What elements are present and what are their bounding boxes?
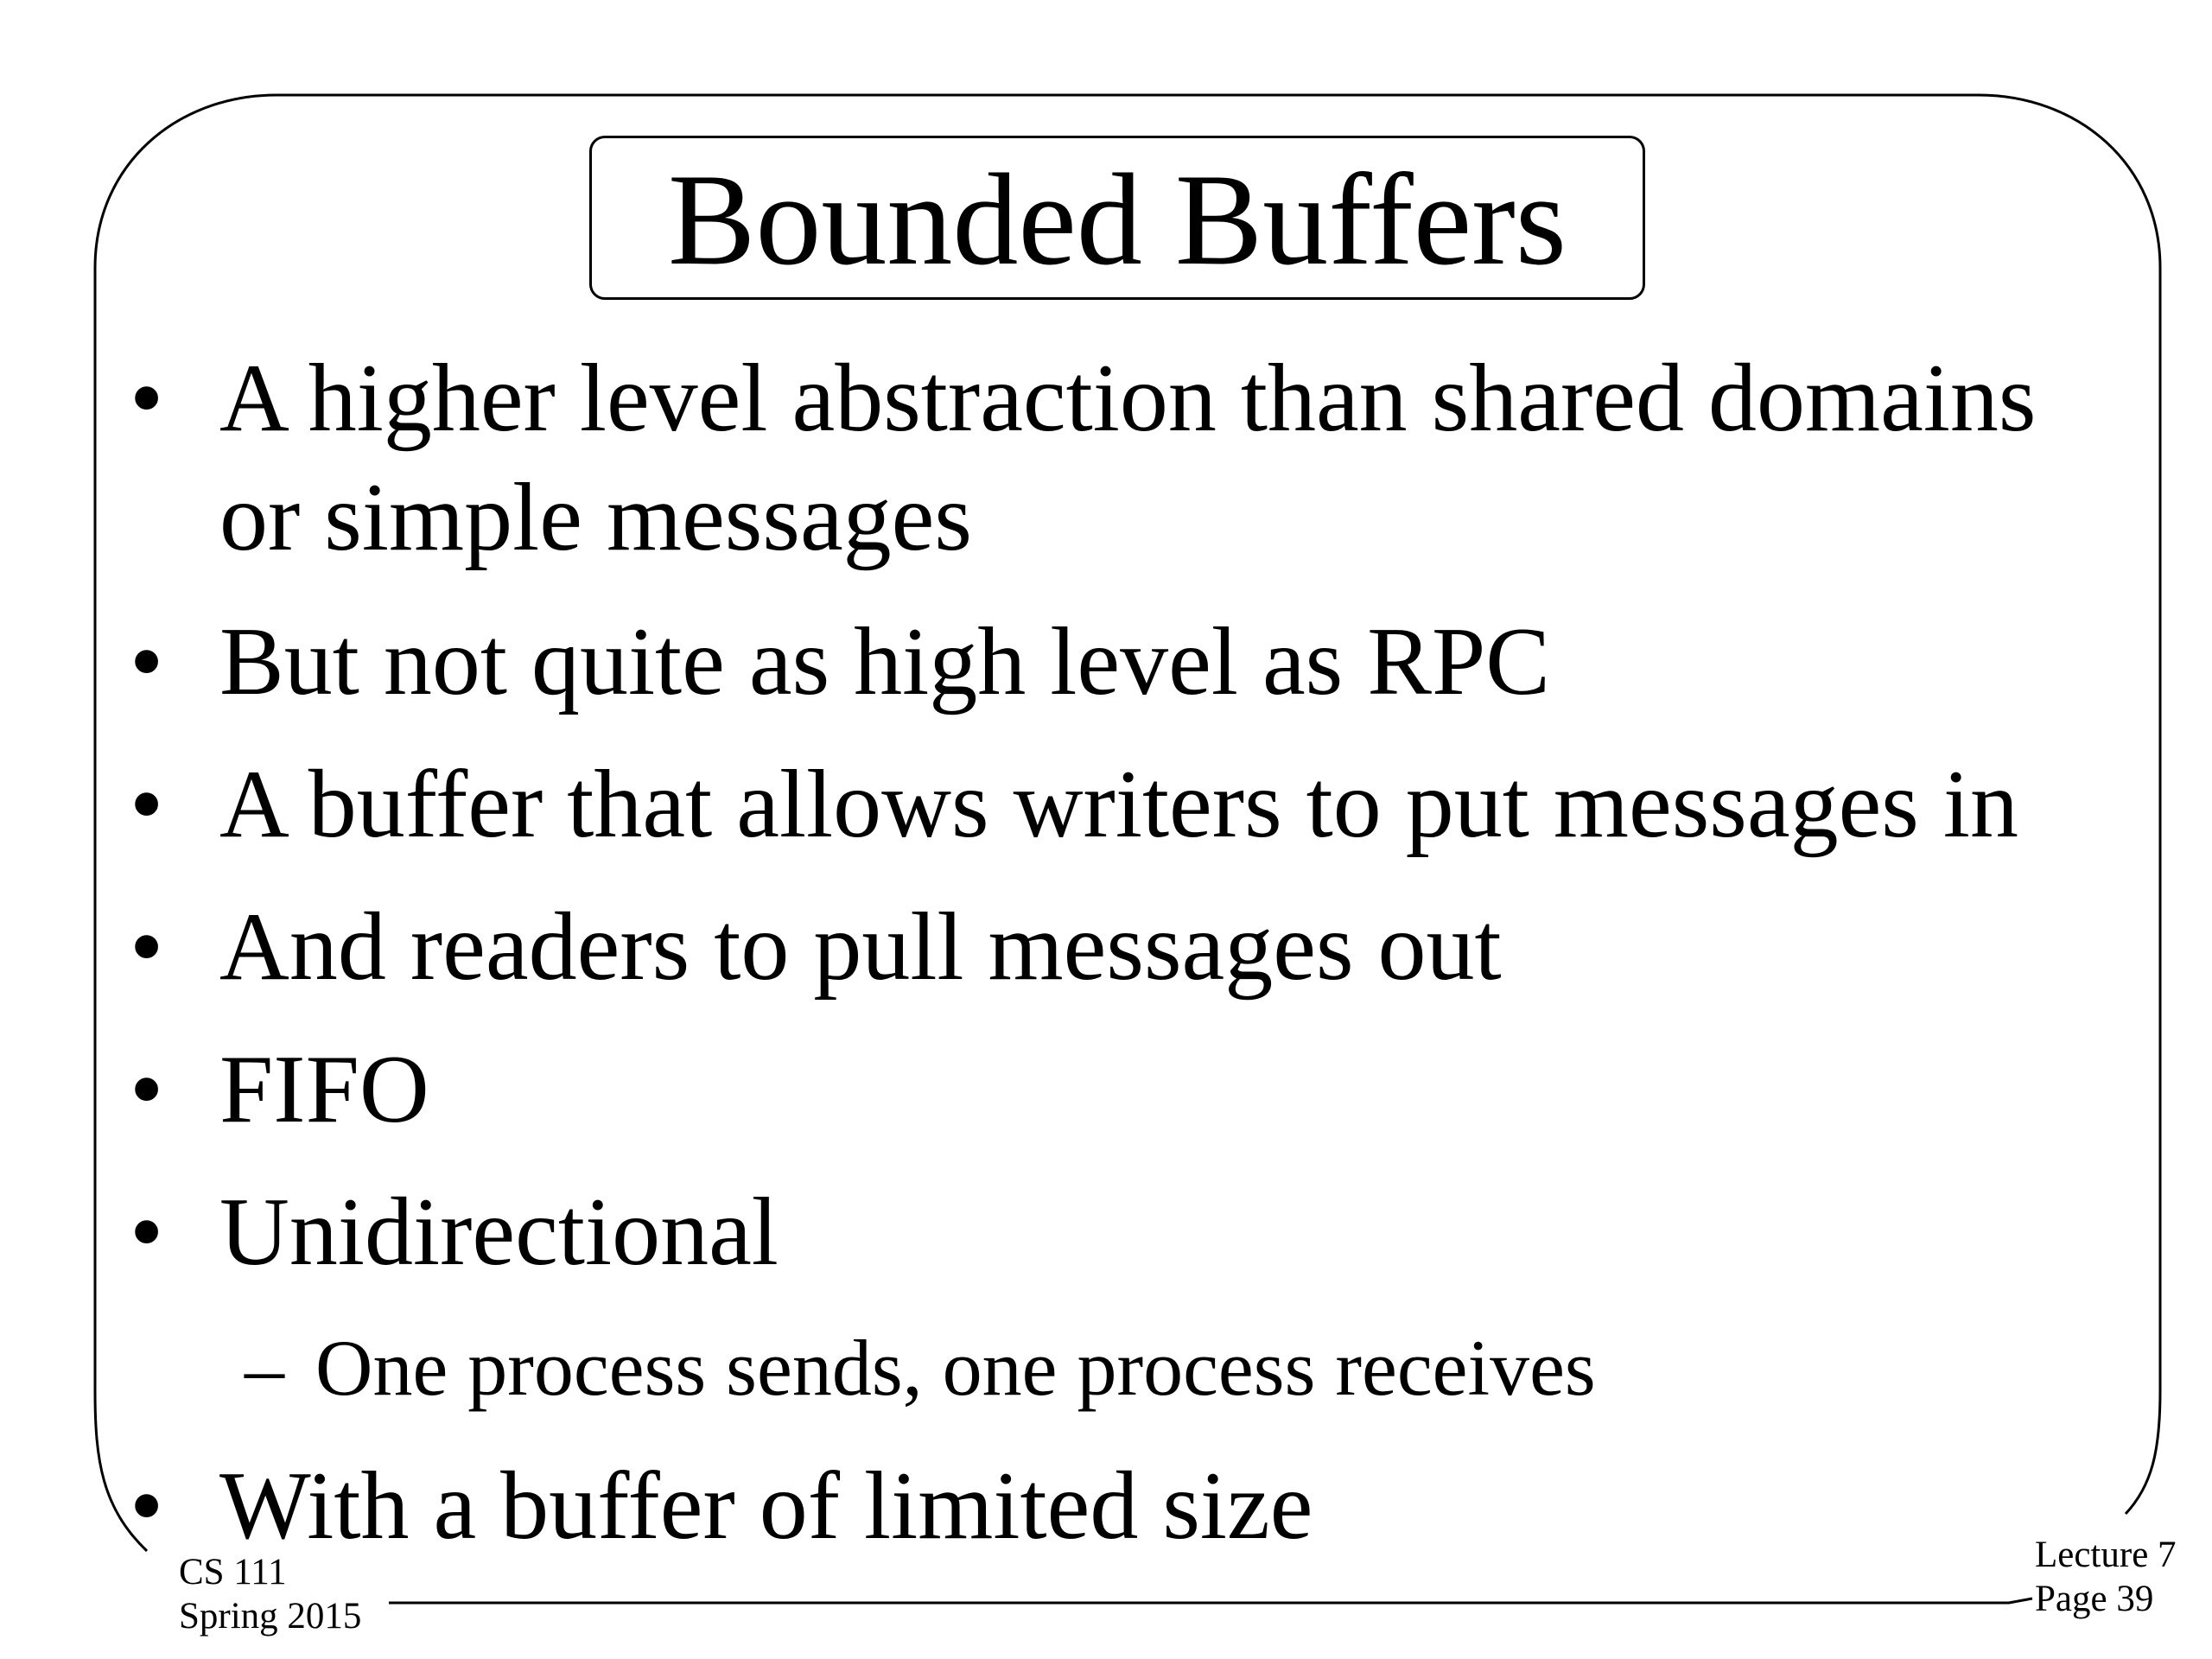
title-box: Bounded Buffers: [589, 136, 1645, 300]
bullet-text: FIFO: [219, 1036, 429, 1143]
footer-left: CS 111 Spring 2015: [179, 1551, 361, 1638]
bullet-text: But not quite as high level as RPC: [219, 608, 1550, 715]
sub-bullet-marker: –: [245, 1324, 284, 1412]
bullet-marker: •: [130, 893, 164, 1001]
course-label: CS 111: [179, 1552, 287, 1592]
bullet-marker: •: [130, 608, 164, 715]
bullet-text: And readers to pull messages out: [219, 893, 1502, 1001]
bullet-text: Unidirectional: [219, 1179, 779, 1286]
footer-right: Lecture 7 Page 39: [2035, 1534, 2177, 1621]
page-number: Page 39: [2035, 1578, 2154, 1619]
slide-border: [93, 93, 2162, 1553]
term-label: Spring 2015: [179, 1595, 362, 1637]
bullet-text: or simple messages: [219, 464, 972, 571]
bullet-marker: •: [130, 751, 164, 858]
bullet-text: With a buffer of limited size: [219, 1452, 1313, 1560]
bullet-marker: •: [130, 1452, 164, 1560]
bullet-text: A buffer that allows writers to put mess…: [219, 751, 2019, 858]
bullet-marker: •: [130, 345, 164, 452]
bullet-marker: •: [130, 1179, 164, 1286]
lecture-label: Lecture 7: [2035, 1535, 2177, 1575]
slide-title: Bounded Buffers: [668, 147, 1567, 292]
sub-bullet-text: One process sends, one process receives: [315, 1324, 1596, 1412]
bullet-marker: •: [130, 1036, 164, 1143]
footer-rule: [389, 1597, 2033, 1605]
bullet-text: A higher level abstraction than shared d…: [219, 345, 2037, 452]
